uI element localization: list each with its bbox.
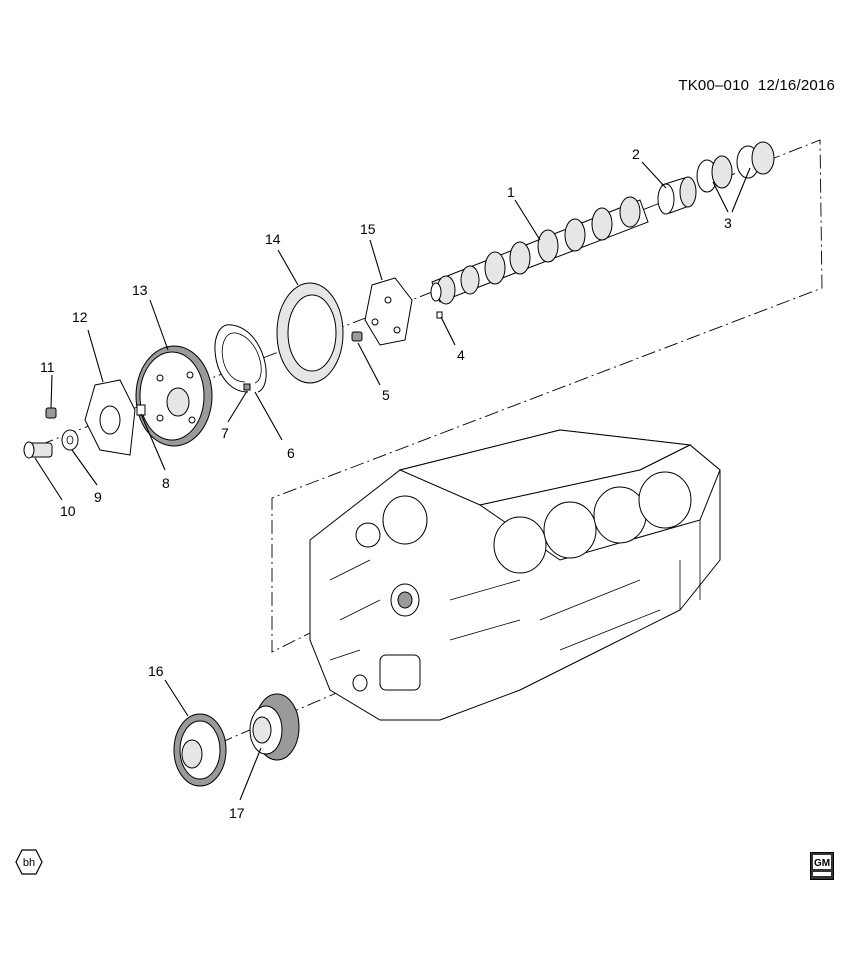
callout-17: 17 <box>229 805 245 821</box>
plate-14 <box>276 282 344 384</box>
washer-9 <box>61 429 79 451</box>
camshaft <box>430 196 649 305</box>
callout-16: 16 <box>148 663 164 679</box>
callout-12: 12 <box>72 309 88 325</box>
callout-10: 10 <box>60 503 76 519</box>
callout-11: 11 <box>40 359 55 375</box>
callout-14: 14 <box>265 231 281 247</box>
bolt-10 <box>23 441 53 459</box>
bolt-11 <box>45 407 57 419</box>
pin-4 <box>436 311 443 319</box>
gm-logo-icon: GM <box>810 852 834 880</box>
callout-15: 15 <box>360 221 376 237</box>
bh-logo-text: bh <box>23 857 35 869</box>
gm-logo-text: GM <box>814 858 830 869</box>
part-8 <box>136 404 146 416</box>
reluctor-12 <box>84 379 136 456</box>
bolt-5 <box>351 331 363 342</box>
engine-block <box>309 429 721 721</box>
callout-6: 6 <box>287 445 295 461</box>
cam-bearing-3a <box>696 155 733 193</box>
retainer-plate <box>364 277 413 346</box>
gear-17 <box>249 693 300 761</box>
diagram-date-text: 12/16/2016 <box>757 77 835 94</box>
callout-2: 2 <box>632 146 640 162</box>
callout-13: 13 <box>132 282 148 298</box>
cam-bearing-2 <box>657 176 697 215</box>
sprocket-13 <box>135 345 213 447</box>
bh-hexagon-logo-icon: bh <box>15 849 43 875</box>
callout-3: 3 <box>724 215 732 231</box>
diagram-code: TK00–010 12/16/2016 <box>678 77 835 94</box>
ring-6 <box>214 324 267 393</box>
callout-9: 9 <box>94 489 102 505</box>
callout-5: 5 <box>382 387 390 403</box>
callout-4: 4 <box>457 347 465 363</box>
callout-8: 8 <box>162 475 170 491</box>
leader-lines <box>34 161 751 801</box>
callout-1: 1 <box>507 184 515 200</box>
key-7 <box>243 383 251 391</box>
cam-bearing-3b <box>736 141 775 179</box>
diagram-code-text: TK00–010 <box>678 77 750 94</box>
callout-7: 7 <box>221 425 229 441</box>
gear-16 <box>173 713 227 787</box>
callout-labels: 1 2 3 4 5 6 7 8 9 10 11 12 13 14 15 16 1… <box>40 146 732 821</box>
